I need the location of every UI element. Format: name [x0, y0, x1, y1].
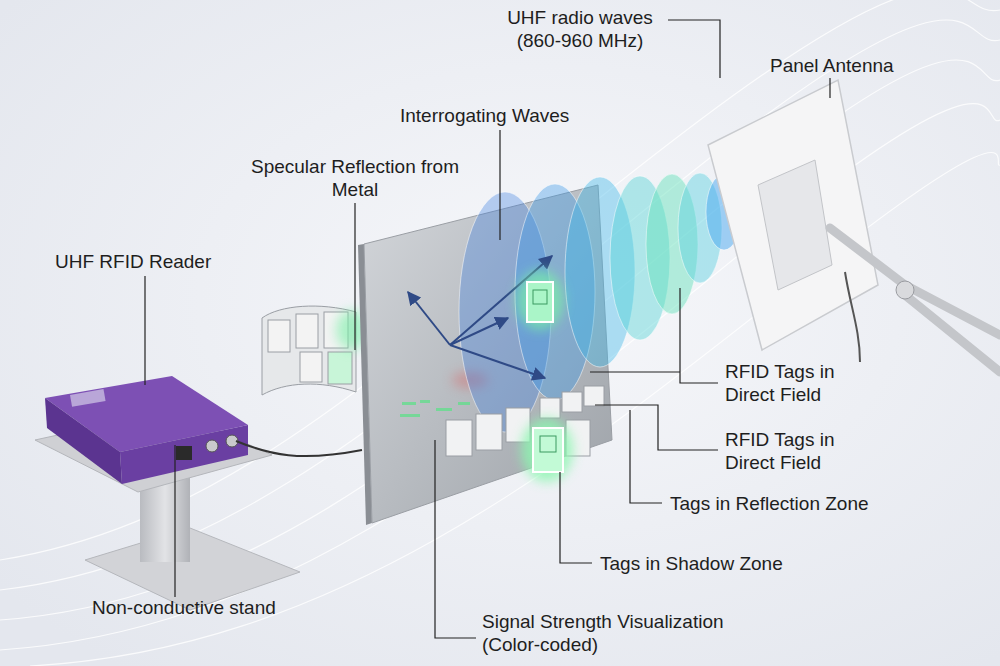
leader-line — [144, 276, 145, 385]
callout-label: UHF radio waves (860-960 MHz) — [490, 6, 670, 52]
callout-label: Non-conductive stand — [92, 596, 276, 619]
leader-line — [435, 440, 476, 638]
reader-logo — [70, 389, 106, 407]
cable — [236, 441, 362, 456]
leader-line — [668, 20, 720, 78]
callout-label: Signal Strength Visualization (Color-cod… — [482, 610, 782, 656]
mount-joint — [896, 281, 914, 299]
reflection-arrow — [450, 318, 508, 345]
rfid-tag — [268, 320, 290, 352]
rfid-tag — [527, 282, 553, 322]
leader-line — [590, 371, 680, 372]
reflection-arrow — [450, 256, 552, 345]
rfid-tag — [446, 420, 472, 456]
antenna-port — [206, 440, 218, 452]
rfid-tag — [533, 428, 563, 472]
antenna-cable — [845, 272, 860, 362]
rfid-tag — [540, 398, 560, 418]
leader-lines — [145, 20, 830, 638]
mount-arm — [905, 295, 1000, 372]
glint — [400, 414, 420, 417]
callout-label: Tags in Shadow Zone — [600, 552, 783, 575]
callout-label: RFID Tags in Direct Field — [725, 428, 875, 474]
tag-glow — [521, 418, 573, 482]
tag-chip — [533, 290, 547, 304]
rfid-tag — [562, 392, 582, 412]
reflection-arrow — [408, 292, 450, 345]
leader-line — [630, 410, 662, 503]
callout-label: Interrogating Waves — [400, 104, 569, 127]
antenna-mount — [830, 228, 1000, 372]
leader-line — [499, 130, 500, 240]
glint — [458, 402, 470, 405]
rfid-tag — [328, 352, 352, 384]
glint — [420, 400, 430, 403]
leader-line — [560, 472, 592, 563]
rfid-tag — [296, 314, 318, 348]
callout-label: Specular Reflection from Metal — [250, 155, 460, 201]
plate-glints — [400, 400, 470, 417]
callout-label: Panel Antenna — [770, 54, 894, 77]
callout-label: UHF RFID Reader — [55, 250, 211, 273]
callout-label: RFID Tags in Direct Field — [725, 360, 875, 406]
callout-label: Tags in Reflection Zone — [670, 492, 869, 515]
rfid-tag — [476, 414, 502, 450]
rfid-tag — [300, 352, 322, 382]
antenna-bracket — [758, 160, 832, 290]
reader-side — [120, 425, 248, 484]
reflection-arrow — [450, 345, 545, 378]
leader-line — [595, 405, 718, 450]
leader-line — [354, 203, 355, 350]
power-port — [176, 446, 192, 460]
reader-front — [45, 398, 122, 484]
glint — [402, 402, 416, 405]
swirl-line — [0, 0, 1000, 560]
swirl-line — [0, 60, 1000, 620]
tag-glow — [516, 270, 564, 330]
leader-line — [680, 288, 718, 383]
leader-line — [174, 445, 175, 597]
tag-chip — [540, 436, 556, 452]
glint — [436, 408, 452, 411]
swirl-line — [0, 20, 1000, 590]
interrogating-waves — [459, 173, 742, 432]
rfid-tag — [584, 386, 604, 406]
leader-line — [829, 78, 830, 98]
